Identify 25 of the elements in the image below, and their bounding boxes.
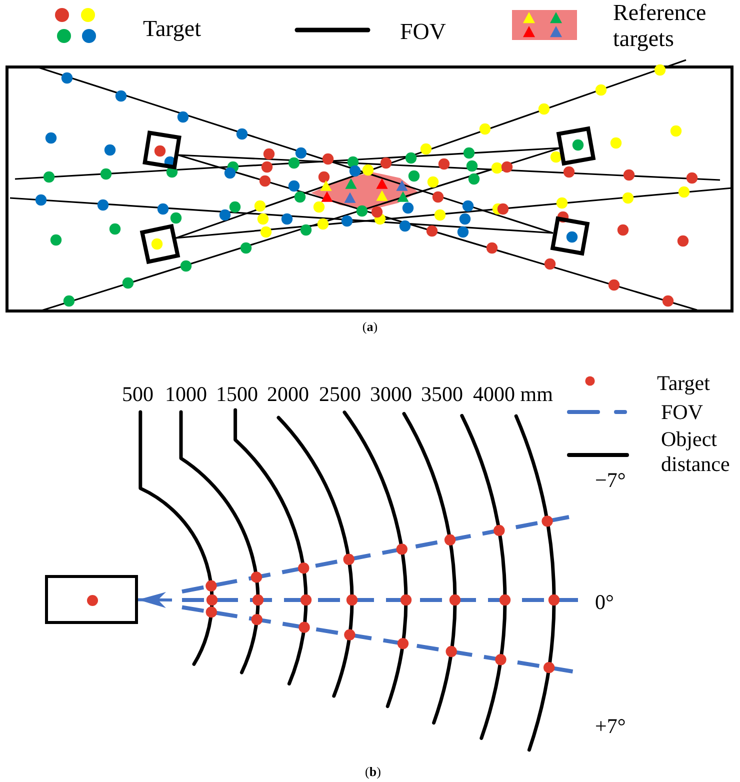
device-box <box>550 216 590 256</box>
distance-label: 2500 <box>319 382 361 406</box>
panel-label: (b) <box>365 765 381 780</box>
panel-label: (a) <box>362 320 378 336</box>
angle-label: +7° <box>595 714 626 738</box>
legend-label: Target <box>143 16 201 42</box>
distance-label: 1000 <box>165 382 207 406</box>
device-box <box>142 130 182 170</box>
legend-label: FOV <box>661 400 704 424</box>
distance-label: 1500 <box>216 382 258 406</box>
device-box <box>140 224 180 264</box>
distance-label: 3000 <box>370 382 412 406</box>
angle-label: −7° <box>595 468 626 492</box>
distance-label: 3500 <box>421 382 463 406</box>
distance-label: 500 <box>122 382 154 406</box>
distance-label: 2000 <box>267 382 309 406</box>
distance-label: 4000 mm <box>473 382 553 406</box>
arrow <box>138 592 172 608</box>
legend-label: Reference targets <box>613 0 708 52</box>
device-box <box>556 126 596 166</box>
legend-label: Target <box>657 370 710 395</box>
angle-label: 0° <box>595 590 614 614</box>
legend-label: Object distance <box>661 427 731 477</box>
device-box <box>45 575 138 624</box>
legend-label: FOV <box>400 18 446 46</box>
